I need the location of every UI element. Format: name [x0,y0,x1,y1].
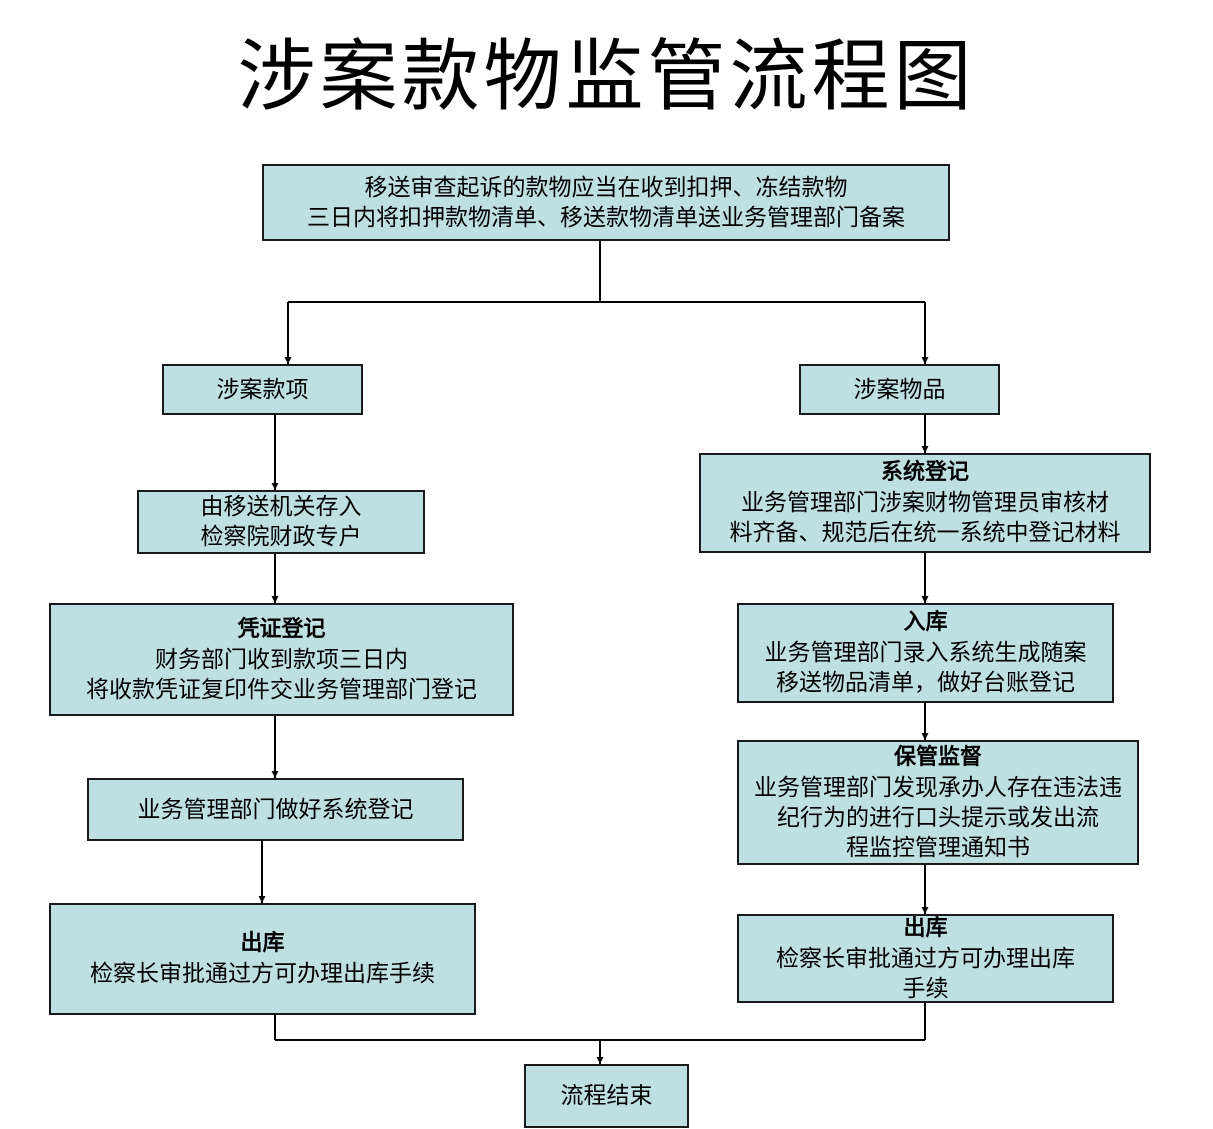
left-system-registration-label: 业务管理部门做好系统登记 [137,796,414,823]
custody-supervision-line-3: 程监控管理通知书 [846,834,1030,861]
deposit-line-1: 由移送机关存入 [200,494,362,520]
right-outbound-line-1: 检察长审批通过方可办理出库 [776,945,1075,972]
left-outbound-box: 出库 检察长审批通过方可办理出库手续 [49,903,476,1015]
inbound-line-1: 业务管理部门录入系统生成随案 [764,640,1087,666]
right-system-registration-line-2: 料齐备、规范后在统一系统中登记材料 [729,520,1121,546]
right-outbound-line-2: 手续 [902,975,949,1002]
left-outbound-heading: 出库 [240,931,285,956]
custody-supervision-box: 保管监督 业务管理部门发现承办人存在违法违 纪行为的进行口头提示或发出流 程监控… [737,740,1139,865]
submission-line-1: 移送审查起诉的款物应当在收到扣押、冻结款物 [364,174,848,201]
page-title: 涉案款物监管流程图 [237,32,976,122]
funds-branch-box: 涉案款项 [162,364,363,415]
voucher-registration-heading: 凭证登记 [237,616,326,642]
right-system-registration-heading: 系统登记 [880,460,969,485]
voucher-registration-line-2: 将收款凭证复印件交业务管理部门登记 [86,676,477,703]
right-system-registration-box: 系统登记 业务管理部门涉案财物管理员审核材 料齐备、规范后在统一系统中登记材料 [699,453,1151,553]
right-outbound-box: 出库 检察长审批通过方可办理出库 手续 [737,914,1114,1003]
inbound-box: 入库 业务管理部门录入系统生成随案 移送物品清单，做好台账登记 [737,603,1114,703]
custody-supervision-line-1: 业务管理部门发现承办人存在违法违 [754,774,1122,801]
right-system-registration-line-1: 业务管理部门涉案财物管理员审核材 [741,490,1109,516]
left-system-registration-box: 业务管理部门做好系统登记 [87,778,464,841]
custody-supervision-line-2: 纪行为的进行口头提示或发出流 [777,804,1099,831]
submission-line-2: 三日内将扣押款物清单、移送款物清单送业务管理部门备案 [307,204,905,231]
voucher-registration-box: 凭证登记 财务部门收到款项三日内 将收款凭证复印件交业务管理部门登记 [49,603,514,716]
right-outbound-heading: 出库 [903,915,948,941]
funds-branch-label: 涉案款项 [216,376,309,403]
process-end-box: 流程结束 [524,1064,689,1128]
custody-supervision-heading: 保管监督 [893,744,982,770]
inbound-heading: 入库 [903,610,948,635]
deposit-box: 由移送机关存入 检察院财政专户 [137,490,425,554]
left-outbound-line-1: 检察长审批通过方可办理出库手续 [90,961,435,987]
inbound-line-2: 移送物品清单，做好台账登记 [776,670,1075,696]
voucher-registration-line-1: 财务部门收到款项三日内 [155,646,408,673]
items-branch-box: 涉案物品 [799,364,1000,415]
deposit-line-2: 检察院财政专户 [200,524,362,550]
process-end-label: 流程结束 [560,1083,653,1109]
items-branch-label: 涉案物品 [853,376,946,403]
submission-box: 移送审查起诉的款物应当在收到扣押、冻结款物 三日内将扣押款物清单、移送款物清单送… [262,164,950,241]
